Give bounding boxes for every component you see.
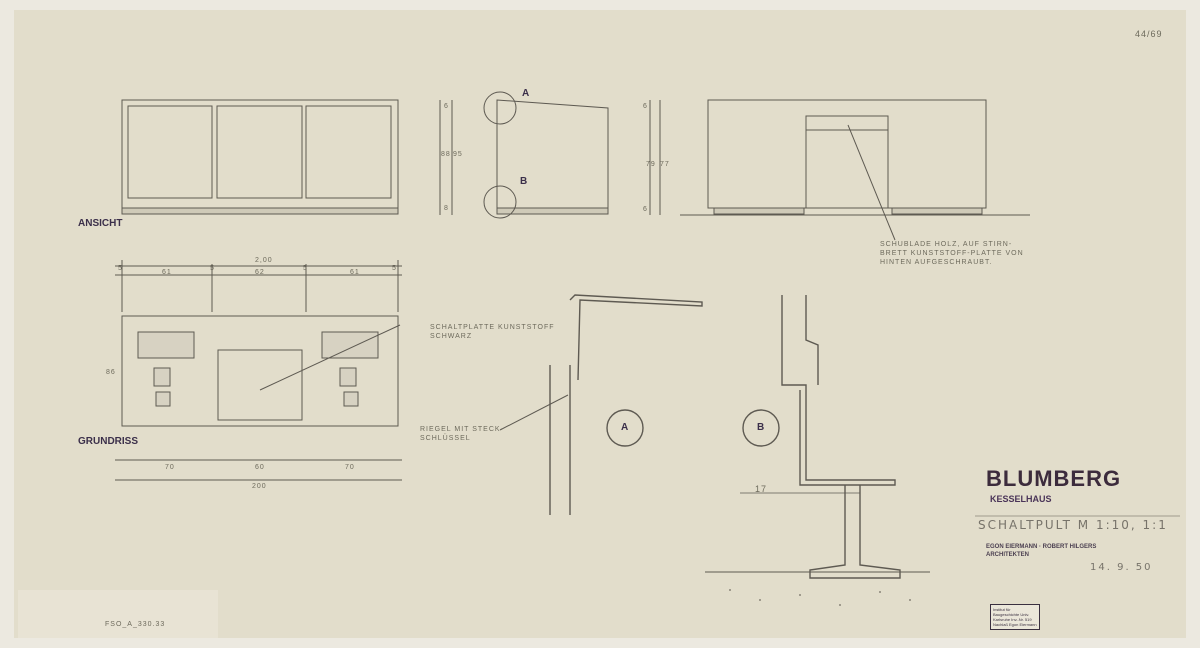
archive-stamp: Institut für Baugeschichte Univ. Karlsru… <box>990 604 1040 630</box>
rear-view <box>680 99 1030 241</box>
building-name: KESSELHAUS <box>990 494 1052 504</box>
detail-a-label: A <box>621 422 629 433</box>
project-title: BLUMBERG <box>986 466 1122 491</box>
sheet-number: 44/69 <box>1135 29 1163 39</box>
architects-role: ARCHITEKTEN <box>986 552 1029 558</box>
plan-view <box>115 260 569 481</box>
dim: 86 <box>106 369 116 376</box>
dim: 60 <box>255 464 265 471</box>
dim: 95 <box>453 151 463 158</box>
dim: 62 <box>255 269 265 276</box>
dim: 61 <box>350 269 360 276</box>
dim: 5 <box>303 265 308 272</box>
dim: 79 <box>646 161 656 168</box>
detail-dimension: 17 <box>755 484 768 494</box>
plan-total-dim: 2,00 <box>255 257 273 264</box>
plan-label: GRUNDRISS <box>78 436 139 447</box>
archive-reference: FSO_A_330.33 <box>105 621 166 628</box>
dim: 8 <box>444 205 449 212</box>
detail-b-label: B <box>757 422 765 433</box>
panel-note: SCHALTPLATTE KUNSTSTOFF SCHWARZ <box>430 324 555 340</box>
drawing-title: SCHALTPULT M 1:10, 1:1 <box>978 518 1168 532</box>
side-view <box>483 91 661 219</box>
dim: 88 <box>441 151 451 158</box>
dim: 77 <box>660 161 670 168</box>
elevation-view <box>121 99 453 215</box>
architects-names: EGON EIERMANN · ROBERT HILGERS <box>986 544 1097 550</box>
elevation-label: ANSICHT <box>78 218 123 229</box>
dim: 6 <box>643 103 648 110</box>
ground-hatch <box>729 589 911 606</box>
latch-note: RIEGEL MIT STECK- SCHLÜSSEL <box>420 426 504 442</box>
dim: 70 <box>345 464 355 471</box>
dim: 70 <box>165 464 175 471</box>
architects: EGON EIERMANN · ROBERT HILGERS ARCHITEKTE… <box>986 543 1096 559</box>
date-signature: 14. 9. 50 <box>1090 562 1153 573</box>
paper <box>14 10 1186 638</box>
dim: 61 <box>162 269 172 276</box>
section-a-marker: A <box>522 88 530 99</box>
dim: 200 <box>252 483 267 490</box>
dim: 5 <box>118 265 123 272</box>
detail-section <box>549 294 930 579</box>
dim: 6 <box>444 103 449 110</box>
dim: 6 <box>643 206 648 213</box>
dim: 5 <box>210 265 215 272</box>
dim: 5 <box>392 265 397 272</box>
section-b-marker: B <box>520 176 528 187</box>
drawer-note: SCHUBLADE HOLZ, AUF STIRN- BRETT KUNSTST… <box>880 241 1024 266</box>
